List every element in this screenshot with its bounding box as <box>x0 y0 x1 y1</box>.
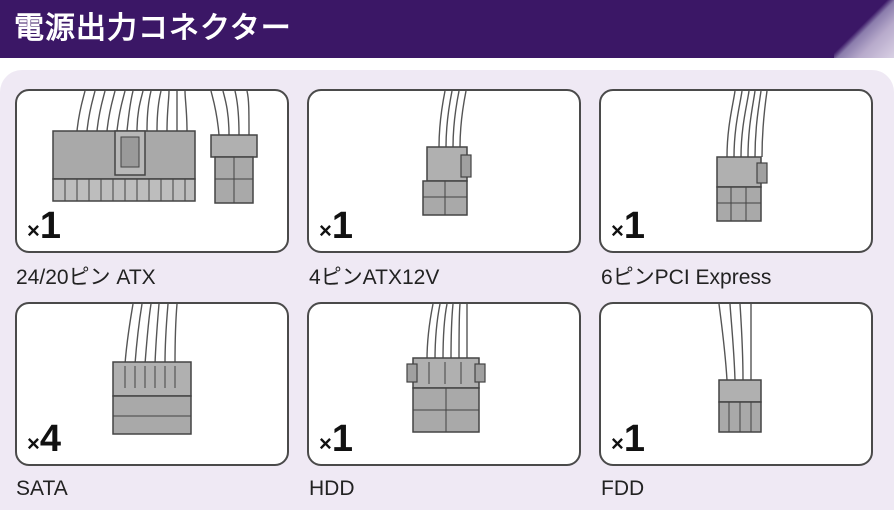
quantity-badge: ×1 <box>27 205 61 247</box>
pcie-6pin-connector-icon <box>716 91 768 222</box>
fdd-connector-icon <box>718 304 762 433</box>
connector-label: SATA <box>16 477 68 500</box>
page-title: 電源出力コネクター <box>14 11 292 46</box>
sata-connector-icon <box>112 304 192 435</box>
quantity-badge: ×1 <box>319 205 353 247</box>
header-banner: 電源出力コネクター <box>0 0 894 58</box>
connector-card-fdd: ×1 <box>599 302 873 466</box>
molex-hdd-connector-icon <box>406 304 486 433</box>
connector-card-atx: ×1 <box>15 89 289 253</box>
banner-decoration <box>834 0 894 58</box>
connector-card-atx12v: ×1 <box>307 89 581 253</box>
connector-label: 24/20ピン ATX <box>16 266 156 289</box>
connector-label: 6ピンPCI Express <box>601 266 772 289</box>
quantity-badge: ×1 <box>611 205 645 247</box>
atx-24pin-connector-icon <box>52 91 258 204</box>
connector-label: FDD <box>601 477 645 500</box>
connector-label: 4ピンATX12V <box>309 266 440 289</box>
connector-label: HDD <box>309 477 355 500</box>
connector-card-sata: ×4 <box>15 302 289 466</box>
quantity-badge: ×1 <box>319 418 353 460</box>
quantity-badge: ×4 <box>27 418 61 460</box>
atx12v-4pin-connector-icon <box>422 91 472 216</box>
quantity-badge: ×1 <box>611 418 645 460</box>
connector-card-hdd: ×1 <box>307 302 581 466</box>
connector-card-pcie: ×1 <box>599 89 873 253</box>
